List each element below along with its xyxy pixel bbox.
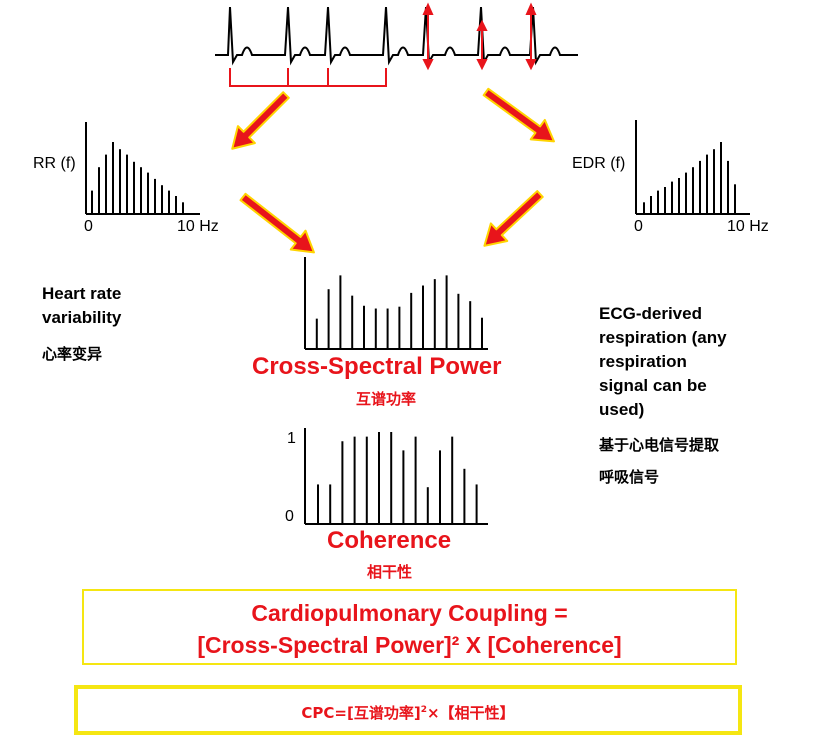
edr-x-start: 0	[634, 218, 643, 235]
arrow-edr-to-cross	[483, 190, 544, 247]
coherence-chart	[304, 428, 488, 525]
coherence-title: Coherence	[327, 527, 452, 554]
rr-spectrum-chart	[85, 122, 200, 215]
cpc-formula-cn-prefix: CPC=[互谱功率]	[301, 704, 421, 722]
arrow-ecg-to-rr	[231, 91, 290, 150]
edr-label-line2: respiration (any	[599, 328, 727, 347]
cpc-formula-cn-box: CPC=[互谱功率]2×【相干性】	[74, 685, 742, 735]
coherence-y-top: 1	[287, 430, 296, 447]
coherence-bars	[317, 432, 478, 524]
cross-bars	[304, 257, 483, 349]
hrv-label-line1: Heart rate	[42, 284, 122, 303]
edr-label-line3: respiration	[599, 352, 687, 371]
coherence-y-bottom: 0	[285, 508, 294, 525]
cpc-formula-cn-suffix: ×【相干性】	[426, 704, 515, 722]
cross-spectrum-chart	[304, 257, 488, 350]
rr-bracket-3	[327, 68, 387, 87]
rr-interval-brackets	[229, 68, 387, 87]
edr-label-cn1: 基于心电信号提取	[599, 436, 720, 454]
edr-bars	[643, 142, 736, 214]
hrv-label-line2: variability	[42, 308, 122, 327]
rr-bars	[91, 142, 184, 214]
cpc-formula-line2: [Cross-Spectral Power]² X [Coherence]	[197, 632, 622, 658]
cross-spectral-cn: 互谱功率	[356, 390, 417, 408]
arrow-ecg-to-edr	[482, 87, 555, 143]
cpc-formula-line1: Cardiopulmonary Coupling =	[251, 600, 568, 626]
flow-arrows	[231, 87, 555, 254]
r-amplitude-marker-1	[422, 2, 434, 71]
r-amplitude-marker-3	[525, 2, 537, 71]
rr-bracket-2	[287, 68, 329, 87]
edr-label-cn2: 呼吸信号	[599, 468, 660, 486]
edr-spectrum-chart	[635, 120, 750, 215]
rr-ylabel: RR (f)	[33, 155, 76, 172]
rr-bracket-1	[229, 68, 289, 87]
rr-x-end: 10 Hz	[177, 218, 219, 235]
edr-ylabel: EDR (f)	[572, 155, 626, 172]
cpc-formula-box: Cardiopulmonary Coupling = [Cross-Spectr…	[82, 589, 737, 665]
r-amplitude-markers	[422, 2, 537, 71]
cross-spectral-title: Cross-Spectral Power	[252, 353, 502, 380]
hrv-label-cn: 心率变异	[42, 345, 103, 363]
edr-x-end: 10 Hz	[727, 218, 769, 235]
ecg-waveform	[215, 6, 578, 66]
coherence-cn: 相干性	[367, 563, 413, 581]
arrow-rr-to-cross	[239, 192, 315, 254]
edr-label-line5: used)	[599, 400, 645, 419]
cpc-formula-cn-exponent: 2	[420, 705, 427, 715]
rr-x-start: 0	[84, 218, 93, 235]
edr-label-line1: ECG-derived	[599, 304, 702, 323]
ecg-trace	[215, 2, 578, 87]
r-amplitude-marker-2	[476, 19, 488, 71]
edr-label-line4: signal can be	[599, 376, 707, 395]
